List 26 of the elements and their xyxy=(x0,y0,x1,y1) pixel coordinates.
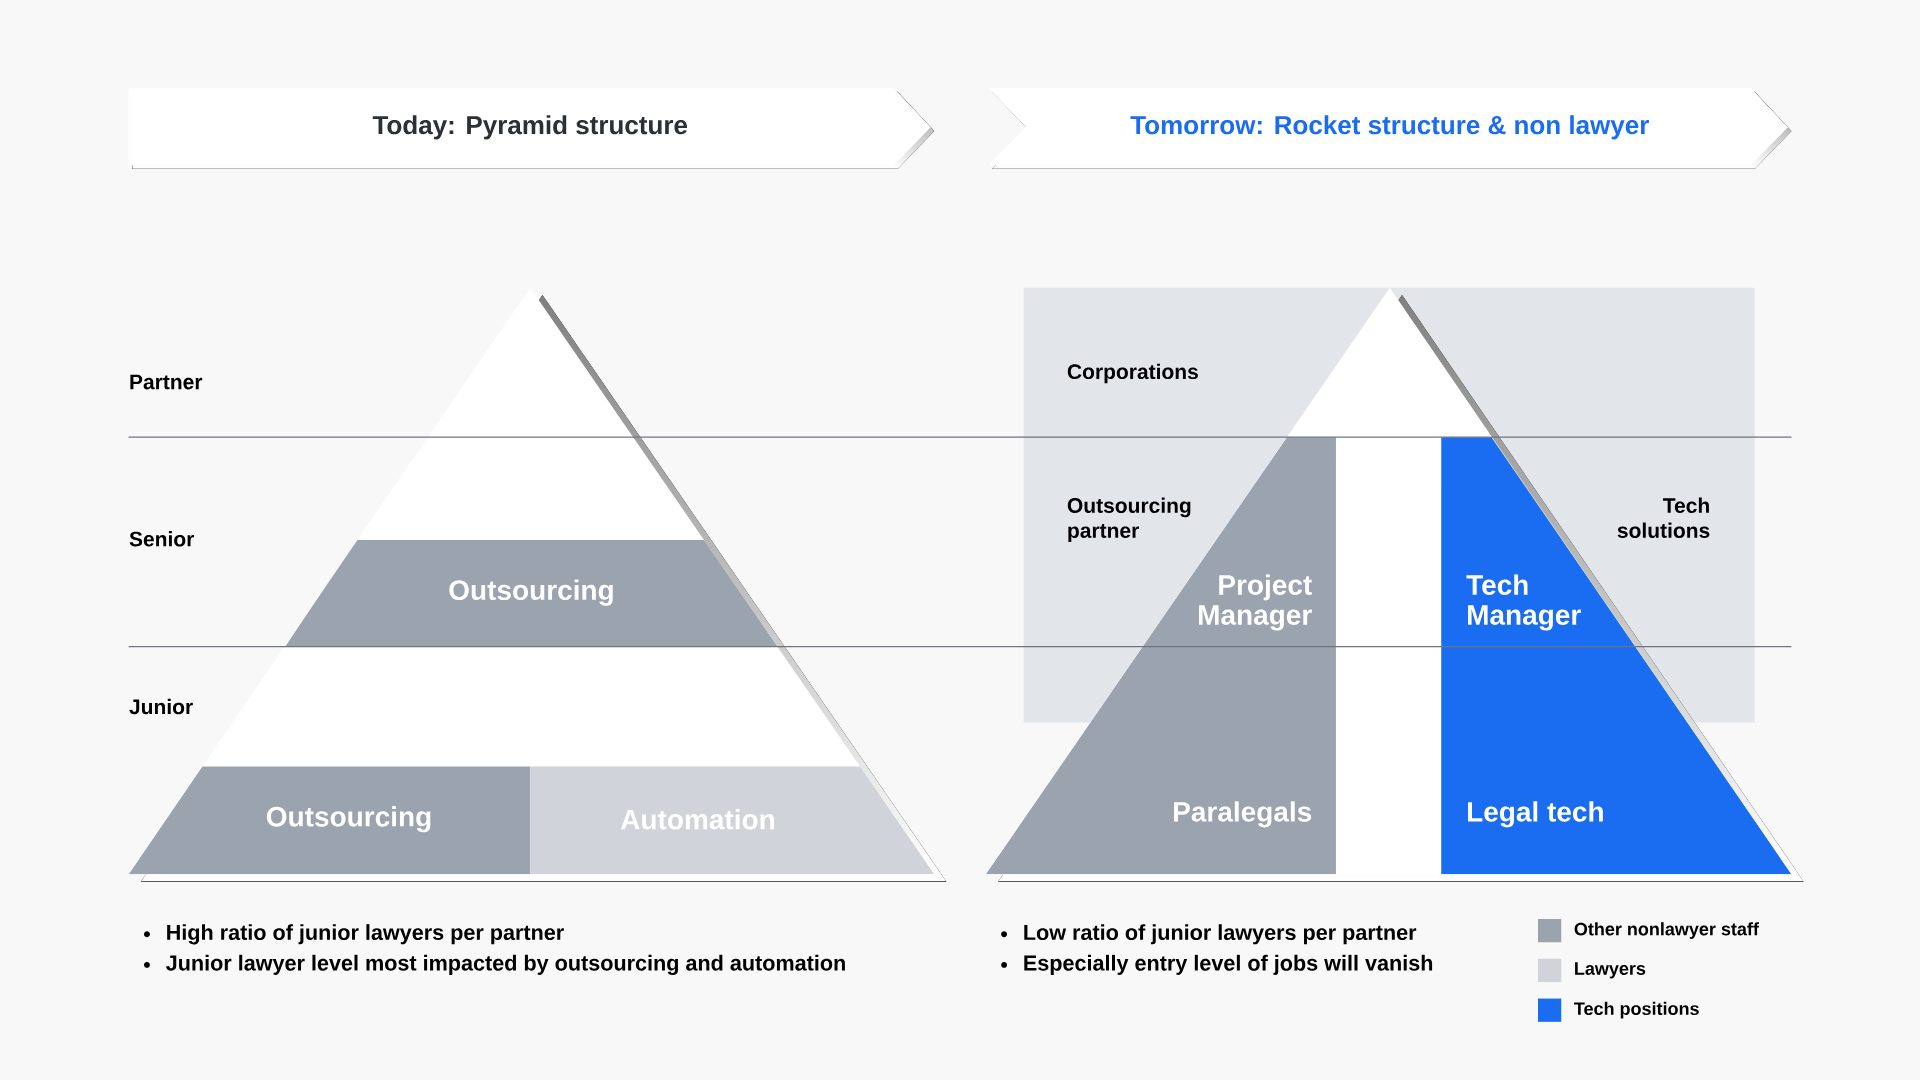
row-label: Partner xyxy=(130,374,203,390)
legend-label: Other nonlawyer staff xyxy=(1574,922,1759,939)
shape-label: Tech Manager xyxy=(1466,574,1581,631)
shape-label: Outsourcing xyxy=(266,806,431,833)
shape-label: Legal tech xyxy=(1468,801,1603,828)
bullet-text: High ratio of junior lawyers per partner xyxy=(167,924,564,945)
legend-label: Tech positions xyxy=(1574,1001,1699,1019)
bullet-text: Low ratio of junior lawyers per partner xyxy=(1024,924,1417,945)
chevron-banner xyxy=(128,88,931,166)
shape-label: Outsourcing partner xyxy=(1067,497,1191,543)
bullet-text: Junior lawyer level most impacted by outsourcing and automation xyxy=(166,954,845,975)
bullet-text: Especially entry level of jobs will vanish xyxy=(1024,954,1433,975)
row-label: Senior xyxy=(129,531,194,547)
shape-label: Corporations xyxy=(1067,363,1198,384)
chevron-banner xyxy=(988,88,1788,166)
staff-trapezoid xyxy=(985,437,1336,875)
shape-label: Tech solutions xyxy=(1617,497,1710,538)
legend-label: Lawyers xyxy=(1575,962,1646,979)
shape-label: Outsourcing xyxy=(449,579,613,606)
shape-label: Project Manager xyxy=(1199,574,1312,631)
shape-label: Paralegals xyxy=(1174,801,1312,828)
shape-label: Today: Pyramid structure xyxy=(372,115,688,140)
pyramid-band xyxy=(285,540,778,647)
row-label: Junior xyxy=(129,698,193,715)
tech-trapezoid xyxy=(1441,437,1792,875)
shape-label: Tomorrow: Rocket structure & non lawyer xyxy=(1130,115,1649,140)
